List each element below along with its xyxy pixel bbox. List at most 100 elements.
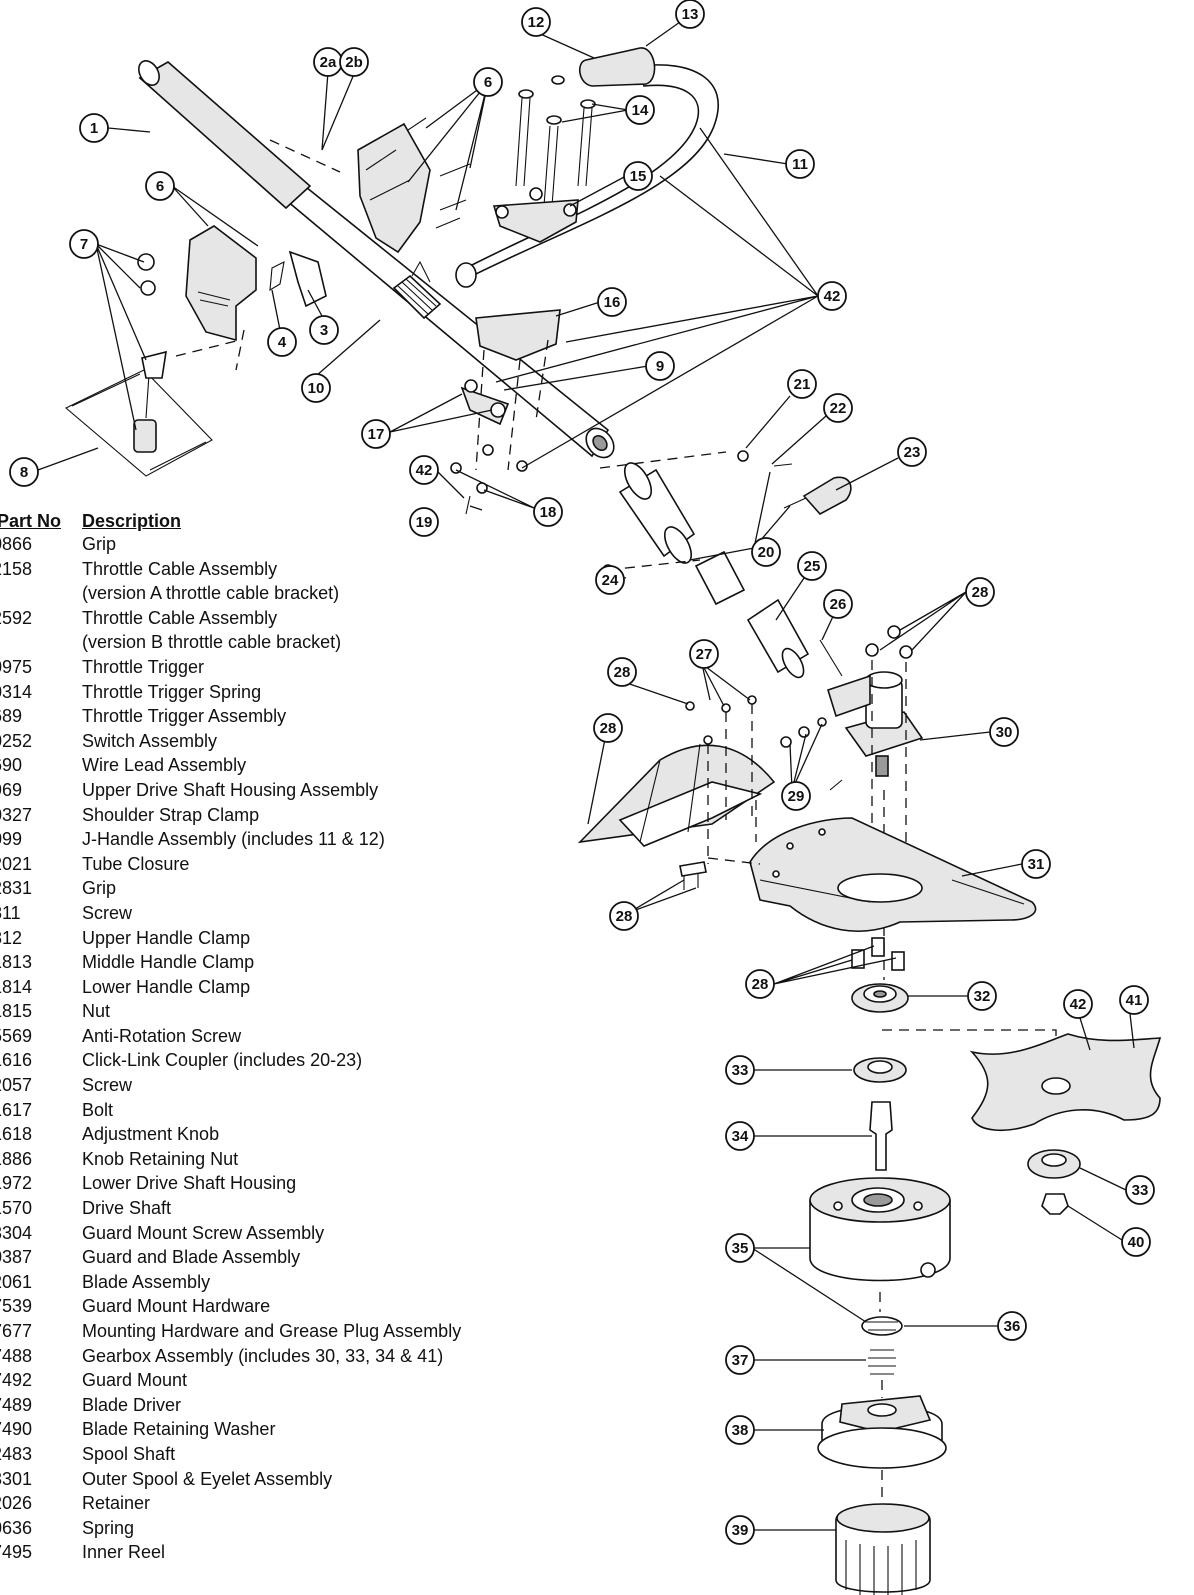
table-row: 7492Guard Mount bbox=[0, 1368, 552, 1393]
callout-24: 25 bbox=[797, 551, 827, 581]
callout-20: 21 bbox=[787, 369, 817, 399]
part-description-line: Gearbox Assembly (includes 30, 33, 34 & … bbox=[82, 1345, 444, 1366]
svg-text:10: 10 bbox=[308, 380, 325, 397]
part-number: 2061 bbox=[0, 1271, 33, 1292]
description-header: Description bbox=[82, 511, 182, 531]
svg-text:31: 31 bbox=[1028, 856, 1045, 873]
svg-text:27: 27 bbox=[696, 646, 713, 663]
part-description-line: Wire Lead Assembly bbox=[82, 755, 247, 776]
callout-31: 30 bbox=[989, 717, 1019, 747]
part-description-line: Lower Handle Clamp bbox=[82, 976, 251, 997]
part-description-line: Grip bbox=[82, 878, 117, 899]
part-number: 099 bbox=[0, 829, 23, 850]
table-row: 1617Bolt bbox=[0, 1098, 552, 1123]
part-description-line: Upper Drive Shaft Housing Assembly bbox=[82, 779, 379, 800]
callout-12: 13 bbox=[675, 0, 705, 29]
callout-32: 31 bbox=[1021, 849, 1051, 879]
part-description: Blade Driver bbox=[82, 1393, 552, 1418]
callout-35: 34 bbox=[725, 1121, 755, 1151]
callout-42: 41 bbox=[1119, 985, 1149, 1015]
part-number: 0327 bbox=[0, 804, 33, 825]
part-description-line: Nut bbox=[82, 1001, 111, 1022]
parts-table-header: Part No. Description bbox=[0, 502, 552, 532]
part-description-line: Spool Shaft bbox=[82, 1443, 176, 1464]
callout-28-bottom: 28 bbox=[609, 901, 639, 931]
part-number: 2158 bbox=[0, 558, 33, 579]
svg-text:22: 22 bbox=[830, 400, 847, 417]
part-description-line: Screw bbox=[82, 1075, 133, 1096]
svg-text:12: 12 bbox=[528, 14, 545, 31]
table-row: 5569 Anti-Rotation Screw bbox=[0, 1024, 552, 1049]
table-row: 099 J-Handle Assembly (includes 11 & 12) bbox=[0, 827, 552, 852]
svg-text:28: 28 bbox=[600, 720, 617, 737]
part-description-line: Guard and Blade Assembly bbox=[82, 1247, 301, 1268]
svg-text:20: 20 bbox=[758, 544, 775, 561]
svg-text:32: 32 bbox=[974, 988, 991, 1005]
svg-text:24: 24 bbox=[602, 572, 619, 589]
table-row: 3301 Outer Spool & Eyelet Assembly bbox=[0, 1467, 552, 1492]
table-row: 689Throttle Trigger Assembly bbox=[0, 704, 552, 729]
svg-text:26: 26 bbox=[830, 596, 847, 613]
callout-34-left: 33 bbox=[725, 1055, 755, 1085]
callout-13: 14 bbox=[625, 95, 655, 125]
callout-17: 18 bbox=[533, 497, 563, 527]
svg-text:36: 36 bbox=[1004, 1318, 1021, 1335]
part-description: Outer Spool & Eyelet Assembly bbox=[82, 1467, 552, 1492]
part-description-line: Upper Handle Clamp bbox=[82, 927, 251, 948]
part-number: 2592 bbox=[0, 607, 33, 628]
part-description-line: Tube Closure bbox=[82, 853, 190, 874]
part-number: 0387 bbox=[0, 1247, 33, 1268]
part-description: Blade Assembly bbox=[82, 1270, 552, 1295]
part-description: Anti-Rotation Screw bbox=[82, 1024, 552, 1049]
svg-text:21: 21 bbox=[794, 376, 811, 393]
part-description-line: Retainer bbox=[82, 1493, 151, 1514]
table-row: 969 Upper Drive Shaft Housing Assembly bbox=[0, 778, 552, 803]
svg-text:41: 41 bbox=[1126, 992, 1143, 1009]
svg-text:14: 14 bbox=[632, 102, 649, 119]
table-row: 2021Tube Closure bbox=[0, 852, 552, 877]
part-description: Adjustment Knob bbox=[82, 1122, 552, 1147]
svg-text:23: 23 bbox=[904, 444, 921, 461]
part-description: Guard and Blade Assembly bbox=[82, 1245, 552, 1270]
callout-43-left: 42 bbox=[409, 455, 439, 485]
table-row: 2158Throttle Cable Assembly(version A th… bbox=[0, 557, 552, 606]
callout-34-right: 33 bbox=[1125, 1175, 1155, 1205]
part-description-line: Grip bbox=[82, 534, 117, 554]
svg-text:42: 42 bbox=[1070, 996, 1087, 1013]
part-description-line: Switch Assembly bbox=[82, 730, 218, 751]
table-row: 1814Lower Handle Clamp bbox=[0, 975, 552, 1000]
lower-hardware-drawing bbox=[851, 937, 1057, 1064]
callout-10: 11 bbox=[785, 149, 815, 179]
svg-text:30: 30 bbox=[996, 724, 1013, 741]
part-number: 969 bbox=[0, 779, 23, 800]
guard-drawing bbox=[679, 800, 1037, 932]
part-description: Grip bbox=[82, 532, 552, 557]
part-description: Switch Assembly bbox=[82, 729, 552, 754]
table-row: 1813Middle Handle Clamp bbox=[0, 950, 552, 975]
part-number: 3301 bbox=[0, 1468, 33, 1489]
part-number: 5569 bbox=[0, 1025, 33, 1046]
table-row: 2061 Blade Assembly bbox=[0, 1270, 552, 1295]
svg-text:35: 35 bbox=[732, 1240, 749, 1257]
part-description-line: Drive Shaft bbox=[82, 1198, 172, 1219]
part-description: Gearbox Assembly (includes 30, 33, 34 & … bbox=[82, 1344, 552, 1369]
part-description-line: Throttle Trigger Spring bbox=[82, 681, 262, 702]
svg-text:34: 34 bbox=[732, 1128, 749, 1145]
part-description-line: J-Handle Assembly (includes 11 & 12) bbox=[82, 829, 385, 850]
part-description: Guard Mount bbox=[82, 1368, 552, 1393]
part-number: 1813 bbox=[0, 952, 33, 973]
part-description-line: Bolt bbox=[82, 1099, 114, 1120]
part-description: Nut bbox=[82, 999, 552, 1024]
callout-36: 35 bbox=[725, 1233, 755, 1263]
svg-text:11: 11 bbox=[792, 156, 808, 173]
callout-8: 9 bbox=[645, 351, 675, 381]
callout-5-left: 6 bbox=[145, 171, 175, 201]
part-description: Lower Drive Shaft Housing bbox=[82, 1171, 552, 1196]
callout-27: 28 bbox=[593, 713, 623, 743]
part-description-line: Throttle Cable Assembly bbox=[82, 558, 278, 579]
callout-29-bottom: 28 bbox=[745, 969, 775, 999]
table-row: 7539Guard Mount Hardware bbox=[0, 1294, 552, 1319]
table-row: 1618Adjustment Knob bbox=[0, 1122, 552, 1147]
part-description-line: Lower Drive Shaft Housing bbox=[82, 1173, 297, 1194]
part-description-line: Outer Spool & Eyelet Assembly bbox=[82, 1468, 333, 1489]
